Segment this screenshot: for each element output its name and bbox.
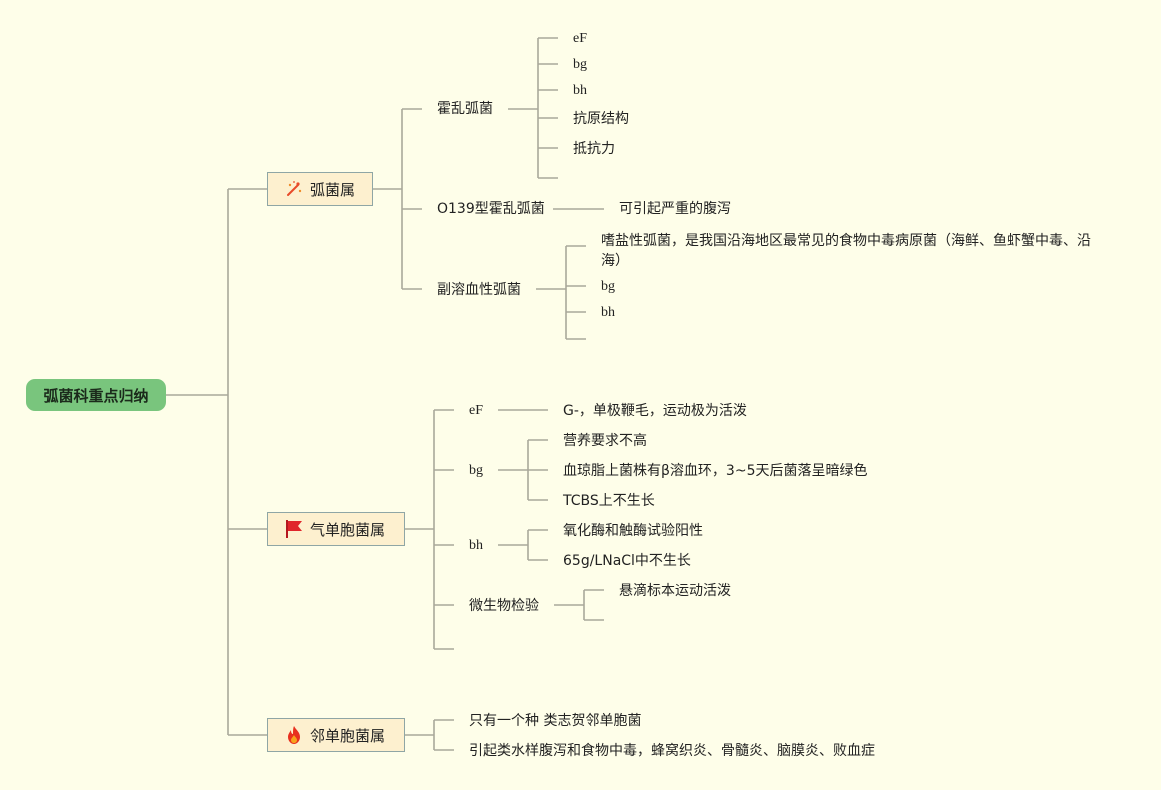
node-aeromonas-bh[interactable]: bh [469,538,483,553]
cholerae-item[interactable]: eF [573,31,587,46]
aeromonas-bg-item[interactable]: 血琼脂上菌株有β溶血环，3~5天后菌落呈暗绿色 [563,463,868,479]
red-flag-icon [286,520,302,538]
node-aeromonas-ef[interactable]: eF [469,403,483,418]
o139-detail[interactable]: 可引起严重的腹泻 [619,201,731,217]
aeromonas-bh-item[interactable]: 65g/LNaCl中不生长 [563,553,691,569]
branch-aeromonas-label: 气单胞菌属 [310,520,386,539]
plesiomonas-item[interactable]: 引起类水样腹泻和食物中毒，蜂窝织炎、骨髓炎、脑膜炎、败血症 [469,743,875,759]
parahaemolyticus-item[interactable]: bh [601,305,615,320]
branch-plesiomonas[interactable]: 邻单胞菌属 [267,718,405,752]
aeromonas-bg-item[interactable]: TCBS上不生长 [563,493,655,509]
aeromonas-bh-item[interactable]: 氧化酶和触酶试验阳性 [563,523,703,539]
node-parahaemolyticus[interactable]: 副溶血性弧菌 [437,282,521,298]
branch-plesiomonas-label: 邻单胞菌属 [310,726,386,745]
root-label: 弧菌科重点归纳 [43,386,149,405]
sparkle-icon [287,181,302,196]
cholerae-item[interactable]: bg [573,57,587,72]
branch-aeromonas[interactable]: 气单胞菌属 [267,512,405,546]
aeromonas-bg-item[interactable]: 营养要求不高 [563,433,647,449]
branch-vibrio[interactable]: 弧菌属 [267,172,373,206]
parahaemolyticus-item[interactable]: 嗜盐性弧菌，是我国沿海地区最常见的食物中毒病原菌（海鲜、鱼虾蟹中毒、沿海） [601,233,1091,269]
root-node[interactable]: 弧菌科重点归纳 [26,379,166,411]
plesiomonas-item[interactable]: 只有一个种 类志贺邻单胞菌 [469,713,642,729]
parahaemolyticus-item[interactable]: bg [601,279,615,294]
branch-vibrio-label: 弧菌属 [310,180,356,199]
fire-icon [288,726,300,744]
cholerae-item[interactable]: 抗原结构 [573,111,629,127]
aeromonas-micro-item[interactable]: 悬滴标本运动活泼 [619,583,731,599]
node-o139[interactable]: O139型霍乱弧菌 [437,201,545,217]
aeromonas-ef-detail[interactable]: G-，单极鞭毛，运动极为活泼 [563,403,747,419]
node-aeromonas-bg[interactable]: bg [469,463,483,478]
node-aeromonas-micro[interactable]: 微生物检验 [469,598,539,614]
cholerae-item[interactable]: bh [573,83,587,98]
cholerae-item[interactable]: 抵抗力 [573,141,615,157]
node-cholerae[interactable]: 霍乱弧菌 [437,101,493,117]
